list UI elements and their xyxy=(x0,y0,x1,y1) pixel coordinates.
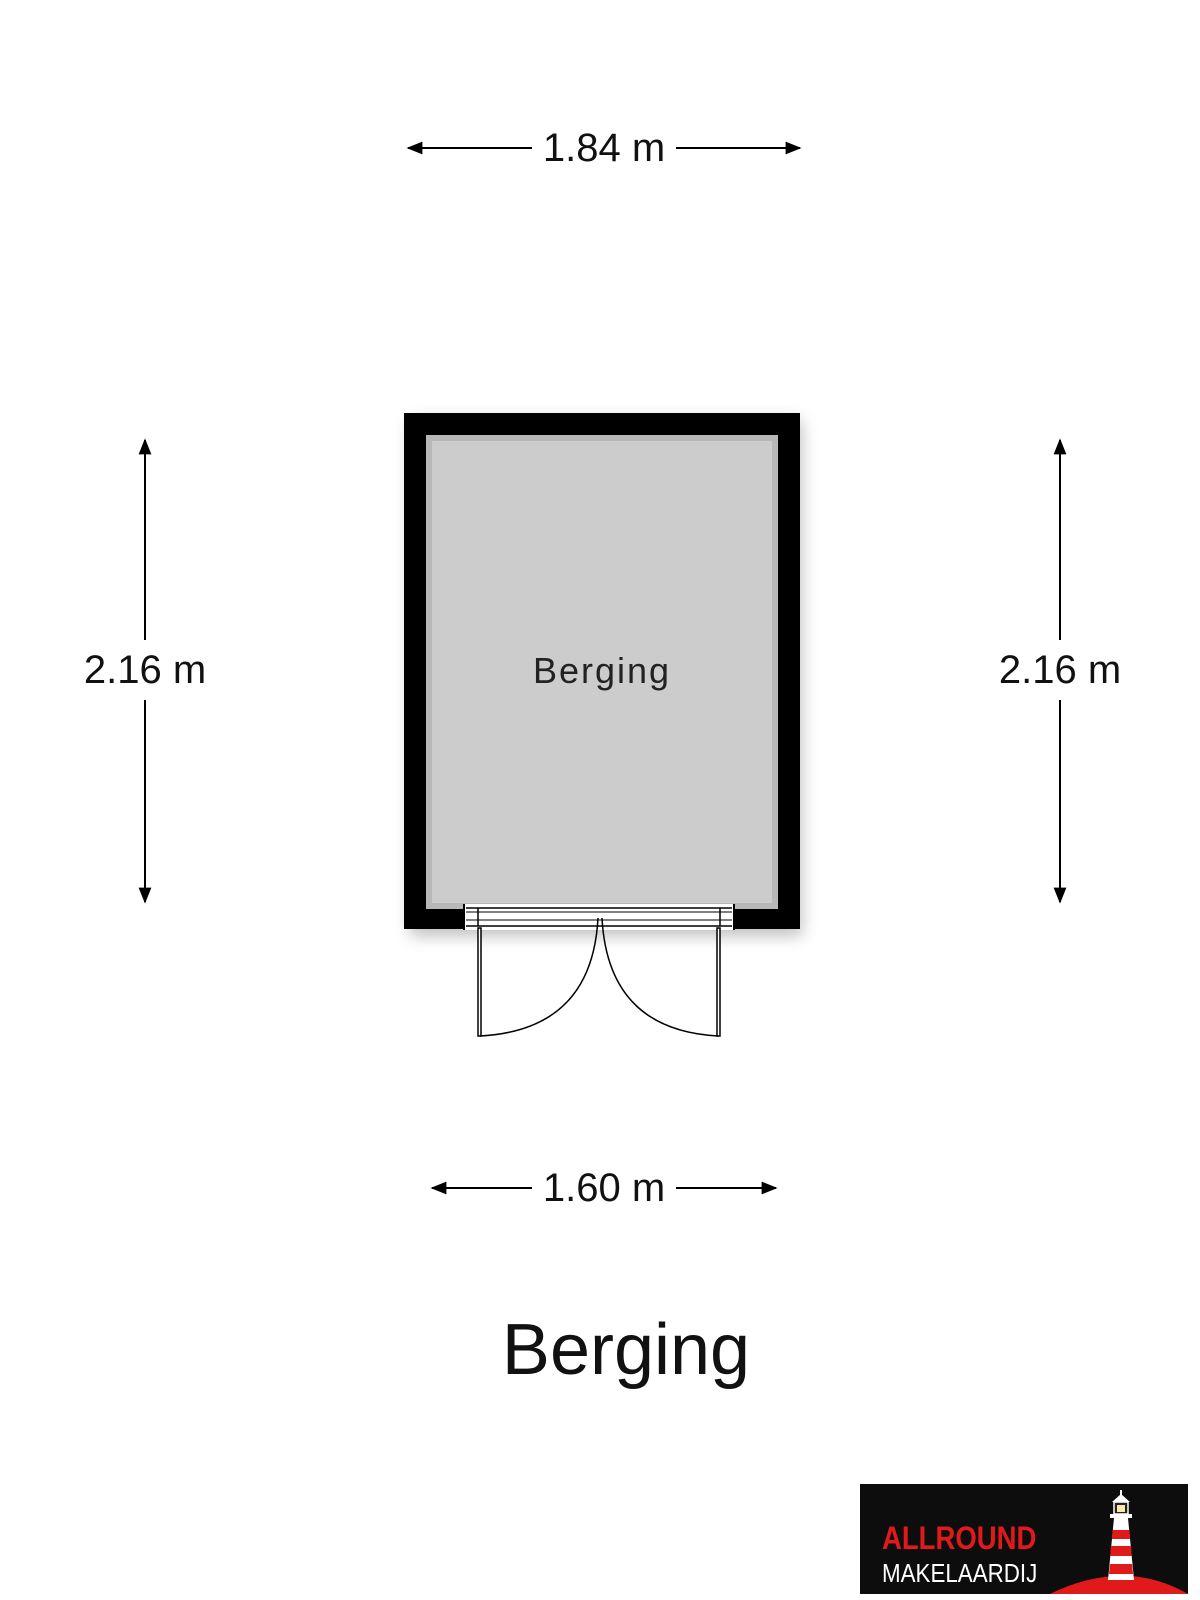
left-door-leaf xyxy=(477,927,482,1037)
right-height-label: 2.16 m xyxy=(992,648,1128,692)
right-door-leaf xyxy=(716,927,721,1037)
logo-line2: MAKELAARDIJ xyxy=(882,1558,1038,1588)
company-logo: ALLROUND MAKELAARDIJ xyxy=(860,1484,1188,1594)
room-label: Berging xyxy=(532,650,672,691)
left-door-swing xyxy=(479,917,599,1037)
top-width-label: 1.84 m xyxy=(536,126,672,170)
bottom-width-label: 1.60 m xyxy=(536,1166,672,1210)
left-height-label: 2.16 m xyxy=(77,648,213,692)
lighthouse-icon xyxy=(1050,1490,1188,1594)
plan-title: Berging xyxy=(501,1310,751,1390)
room-floor xyxy=(429,438,775,906)
right-door-swing xyxy=(601,917,719,1037)
logo-line1: ALLROUND xyxy=(882,1520,1037,1556)
double-door xyxy=(463,904,735,1037)
room-berging xyxy=(404,413,800,929)
